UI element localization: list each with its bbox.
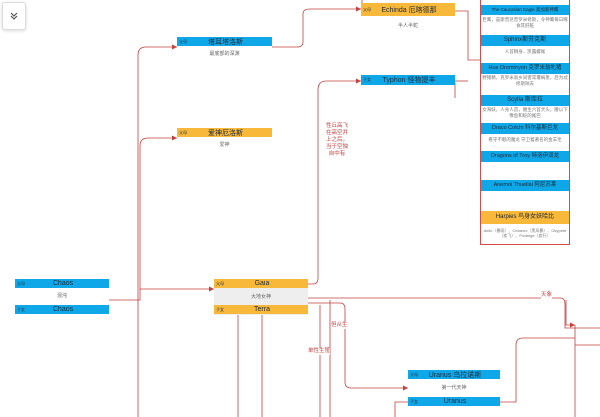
- node-echidna-header: 父母 Echinda 厄喀德那: [361, 3, 455, 16]
- edge-label-single: 单性生殖: [308, 348, 331, 355]
- node-typhon-header: 子女 Typhon 怪物提丰: [361, 75, 455, 85]
- node-tartarus-header: 父母 塔耳塔洛斯: [177, 37, 272, 46]
- node-uranus-parent-header: 父母 Uranus 乌拉诺斯: [408, 370, 500, 379]
- node-description: 第一代天神: [441, 385, 467, 391]
- arrowhead: [172, 44, 177, 50]
- edge-right-loop: [565, 300, 575, 326]
- arrowhead: [172, 135, 177, 141]
- node-name: Echinda 厄喀德那: [381, 6, 437, 14]
- edge-chaos-to-gaia: [109, 288, 214, 301]
- edge-gaia-to-typhon: [308, 80, 361, 285]
- edge-tartarus-to-echidna: [272, 8, 361, 48]
- node-name: Chaos: [52, 306, 74, 313]
- node-echidna[interactable]: 父母 Echinda 厄喀德那 半人半蛇: [361, 3, 455, 34]
- offspring-note: 看守不眠的魔龙 守卫着著名的金羊毛: [488, 137, 562, 142]
- offspring-note: Aello（暴雨）、Celaeno（黑风暴）、Okypete（疾飞）、Podar…: [483, 228, 567, 238]
- node-uranus-child-header: 子女 Uranus: [408, 397, 500, 406]
- node-tag: 子女: [410, 398, 418, 404]
- node-tag: 子女: [363, 77, 371, 82]
- edge-label-flying: 性丘高飞在高空并上之后，当于空独自中有: [326, 123, 349, 158]
- offspring-item[interactable]: Harpies 鸟身女妖哈比: [481, 211, 569, 224]
- node-chaos-parent-header: 父母 Chaos: [15, 279, 109, 288]
- arrowhead: [570, 322, 575, 328]
- node-tag: 子女: [17, 306, 25, 312]
- arrowhead: [356, 78, 361, 84]
- node-description: 爱神: [219, 142, 230, 148]
- node-eros-header: 父母 爱神厄洛斯: [177, 128, 272, 137]
- arrowhead: [209, 286, 214, 292]
- node-name: Uranus 乌拉诺斯: [428, 371, 482, 379]
- node-typhon[interactable]: 子女 Typhon 怪物提丰: [361, 75, 455, 99]
- offspring-note: 女海妖，人身人首，腰生六首犬头，腰以下像鱼和蛇的尾巴: [482, 107, 568, 118]
- node-name: Terra: [254, 306, 270, 313]
- node-tag: 父母: [17, 280, 25, 286]
- node-description: 半人半蛇: [397, 23, 418, 29]
- node-description: 最底部的深渊: [209, 51, 240, 57]
- node-tag: 父母: [179, 129, 187, 135]
- offspring-note: 巨鹰，宙斯曾惩普罗米修斯，令神鹰每日啄食其肝脏: [482, 17, 568, 28]
- offspring-item[interactable]: Scylla 斯库拉: [481, 95, 569, 106]
- node-tag: 父母: [179, 38, 187, 44]
- offspring-panel: The Caucasian Eagle 高加索神鹰 巨鹰，宙斯曾惩普罗米修斯，令…: [480, 0, 570, 245]
- node-uranus[interactable]: 父母 Uranus 乌拉诺斯 第一代天神 子女 Uranus: [408, 370, 500, 406]
- node-name: Gaia: [254, 280, 270, 287]
- offspring-note: 野猪精，克罗米翁乡间害常遭祸患，后为忒修斯除去: [482, 75, 568, 86]
- node-name: 爱神厄洛斯: [208, 129, 243, 137]
- edge-label-born: 但从生: [331, 322, 348, 329]
- node-tag: 父母: [410, 371, 418, 377]
- edge-chaos-to-eros: [139, 137, 177, 290]
- offspring-item[interactable]: Draco Colchi 科尔基斯巨龙: [481, 123, 569, 134]
- offspring-item[interactable]: Hus Orommyon 克罗米翁牝猪: [481, 63, 569, 74]
- node-chaos[interactable]: 父母 Chaos 混沌 子女 Chaos: [15, 279, 109, 314]
- arrowhead: [356, 6, 361, 12]
- edge-label-sky: 天象: [541, 292, 553, 299]
- node-name: 塔耳塔洛斯: [208, 38, 243, 46]
- edge-uranus-right: [500, 337, 575, 403]
- node-description: 大地女神: [250, 294, 271, 300]
- node-gaia-child-header: 子女 Terra: [214, 305, 308, 314]
- node-name: Chaos: [52, 280, 74, 287]
- node-eros[interactable]: 父母 爱神厄洛斯 爱神: [177, 128, 272, 152]
- edge-gaia-long: [308, 297, 600, 329]
- node-gaia-parent-header: 父母 Gaia: [214, 279, 308, 288]
- node-tartarus[interactable]: 父母 塔耳塔洛斯 最底部的深渊: [177, 37, 272, 61]
- node-name: Typhon 怪物提丰: [382, 77, 436, 84]
- double-chevron-down-icon: [10, 12, 18, 20]
- node-name: Uranus: [443, 398, 467, 405]
- offspring-item[interactable]: Sphinx斯芬克斯: [481, 35, 569, 46]
- collapse-button[interactable]: [2, 2, 26, 30]
- node-tag: 父母: [216, 280, 224, 286]
- edge-gaia-to-uranus: [308, 302, 408, 389]
- node-tag: 子女: [216, 306, 224, 312]
- arrowhead: [403, 385, 408, 391]
- node-description: 混沌: [56, 293, 67, 299]
- edge-echidna-to-panel: [455, 10, 480, 61]
- offspring-item[interactable]: Anemoi Thuellai 阿尼苏莱: [481, 180, 569, 191]
- node-chaos-child-header: 子女 Chaos: [15, 305, 109, 314]
- offspring-note: 人首狮身、凯露螺尾: [504, 49, 546, 54]
- offspring-item[interactable]: Dragons of Troy 特洛伊双龙: [481, 151, 569, 162]
- node-gaia[interactable]: 父母 Gaia 大地女神 子女 Terra: [214, 279, 308, 315]
- offspring-item[interactable]: The Caucasian Eagle 高加索神鹰: [481, 5, 569, 15]
- node-tag: 父母: [363, 6, 371, 12]
- edge-uranus-down: [394, 401, 408, 417]
- edge-chaos-to-tartarus: [137, 46, 177, 300]
